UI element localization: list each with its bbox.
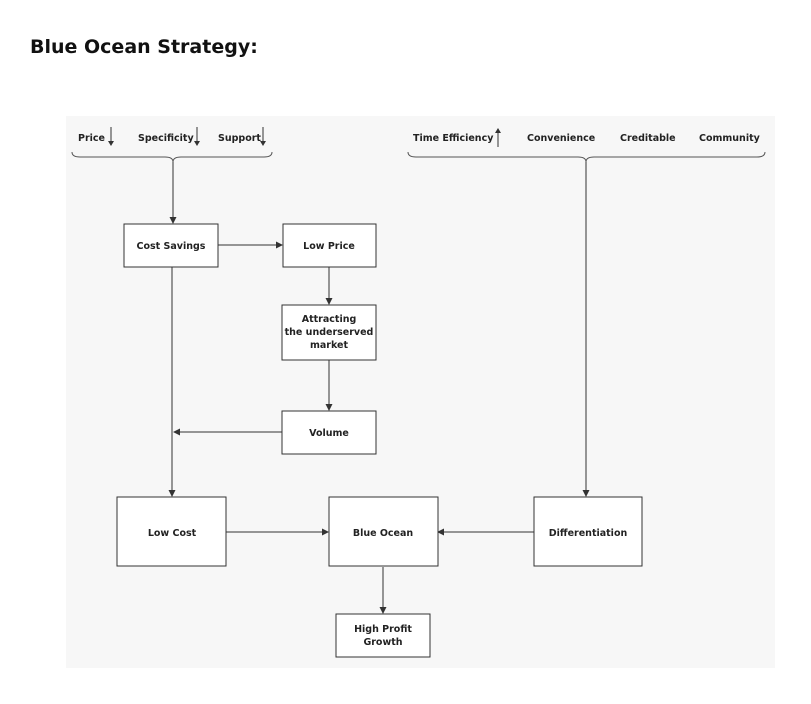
factor-support-label: Support	[218, 133, 261, 144]
node-attracting-market: Attracting the underserved market	[281, 304, 377, 361]
factor-convenience-label: Convenience	[527, 133, 595, 144]
factor-time-efficiency-label: Time Efficiency	[413, 133, 494, 144]
node-low-cost-label: Low Cost	[148, 528, 197, 539]
node-differentiation-label: Differentiation	[549, 528, 628, 539]
node-attracting-line-2: the underserved	[285, 327, 374, 338]
arrow-down-icon	[260, 127, 266, 146]
right-factors-brace	[407, 151, 766, 163]
left-factors-brace	[71, 151, 273, 163]
node-low-price-label: Low Price	[303, 241, 355, 252]
node-low-price: Low Price	[282, 223, 377, 268]
node-volume-label: Volume	[309, 428, 349, 439]
diagram-canvas	[66, 116, 775, 668]
node-blue-ocean: Blue Ocean	[328, 496, 439, 567]
node-blue-ocean-label: Blue Ocean	[353, 528, 414, 539]
node-high-profit-growth: High Profit Growth	[335, 613, 431, 658]
node-high-profit-line-1: High Profit	[354, 624, 412, 635]
node-high-profit-line-2: Growth	[363, 637, 402, 648]
page-title: Blue Ocean Strategy:	[30, 36, 258, 58]
factor-specificity-label: Specificity	[138, 133, 194, 144]
arrow-up-icon	[495, 128, 501, 147]
factor-price-label: Price	[78, 133, 105, 144]
factor-creditable-label: Creditable	[620, 133, 676, 144]
node-attracting-line-1: Attracting	[302, 314, 357, 325]
node-cost-savings-label: Cost Savings	[137, 241, 206, 252]
node-volume: Volume	[281, 410, 377, 455]
node-low-cost: Low Cost	[116, 496, 227, 567]
node-attracting-line-3: market	[310, 340, 349, 351]
arrow-down-icon	[108, 127, 114, 146]
node-cost-savings: Cost Savings	[123, 223, 219, 268]
arrow-down-icon	[194, 127, 200, 146]
factor-community-label: Community	[699, 133, 761, 144]
node-differentiation: Differentiation	[533, 496, 643, 567]
